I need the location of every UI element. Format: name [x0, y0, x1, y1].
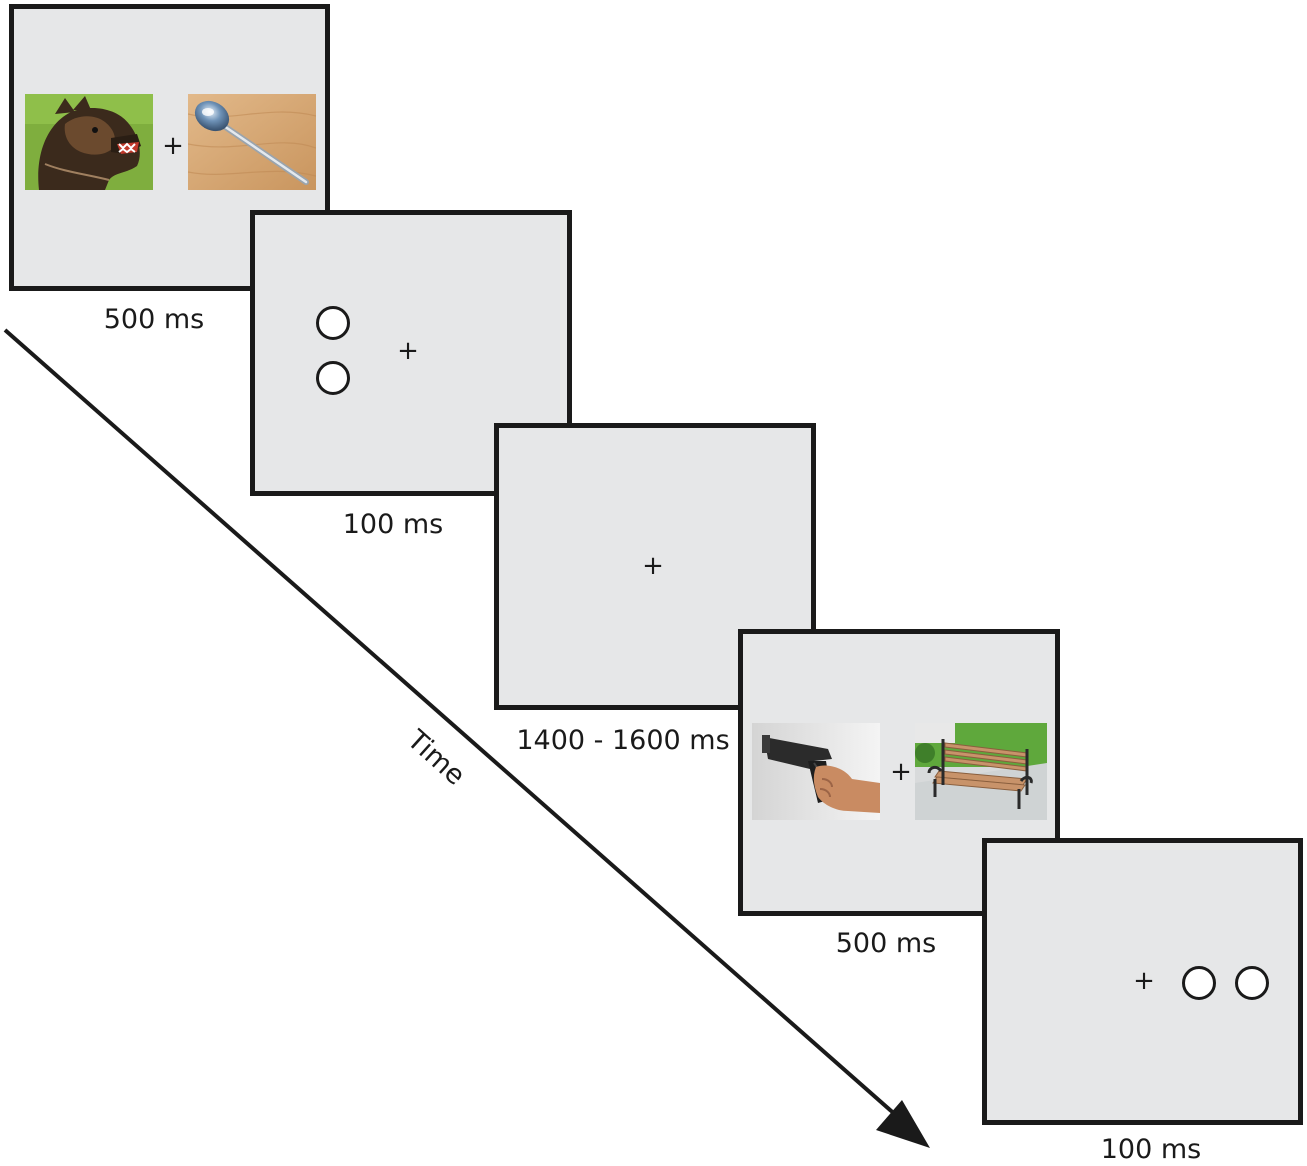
duration-label-3: 1400 - 1600 ms: [516, 725, 730, 756]
gun-image: [752, 723, 880, 820]
probe-circle-right: [1235, 966, 1269, 1000]
duration-label-5: 100 ms: [1100, 1134, 1202, 1165]
fixation-cross: +: [397, 336, 419, 366]
fixation-cross: +: [162, 131, 184, 161]
spoon-image: [188, 94, 316, 190]
fixation-cross: +: [642, 551, 664, 581]
bench-image: [915, 723, 1047, 820]
duration-label-1: 500 ms: [103, 304, 205, 335]
duration-label-4: 500 ms: [835, 928, 937, 959]
probe-circle-left: [1182, 966, 1216, 1000]
dog-image: [25, 94, 153, 190]
duration-label-2: 100 ms: [342, 509, 444, 540]
screen-5-probe-horizontal: +: [982, 838, 1303, 1125]
fixation-cross: +: [1133, 966, 1155, 996]
fixation-cross: +: [890, 757, 912, 787]
probe-circle-top: [316, 306, 350, 340]
probe-circle-bottom: [316, 361, 350, 395]
